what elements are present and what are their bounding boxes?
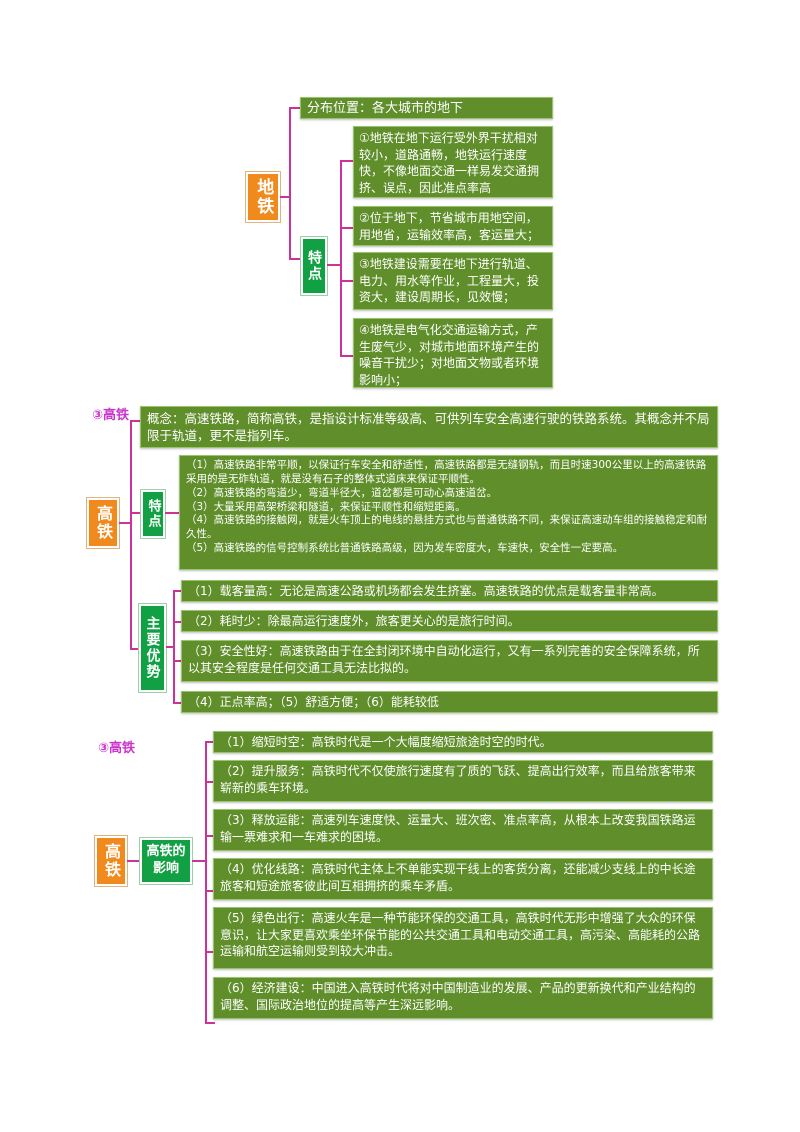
connector (289, 258, 301, 260)
hsr-advantage-4: （4）正点率高；（5）舒适方便；（6）能耗较低 (181, 691, 718, 713)
impact-item-3: （3）释放运能：高速列车速度快、运量大、班次密、准点率高，从根本上改变我国铁路运… (213, 809, 713, 851)
connector (289, 107, 301, 109)
connector (130, 420, 132, 650)
subway-location: 分布位置：各大城市的地下 (300, 97, 553, 119)
impact-title: 高铁 (95, 836, 127, 886)
connector (205, 741, 207, 1024)
impact-item-2: （2）提升服务：高铁时代不仅使旅行速度有了质的飞跃、提高出行效率，而且给旅客带来… (213, 760, 713, 802)
hsr-feature-4: （4）高速铁路的接触网，就是火车顶上的电线的悬挂方式也与普通铁路不同，来保证高速… (186, 514, 708, 541)
impact-section-tag: ③高铁 (98, 741, 136, 756)
connector (173, 590, 175, 704)
connector (192, 860, 206, 862)
connector (173, 590, 183, 592)
connector (173, 660, 183, 662)
connector (289, 107, 291, 259)
hsr-title: 高铁 (87, 498, 119, 548)
connector (127, 860, 141, 862)
hsr-advantage-3: （3）安全性好：高速铁路由于在全封闭环境中自动化运行，又有一系列完善的安全保障系… (181, 640, 718, 682)
hsr-concept: 概念：高速铁路，简称高铁，是指设计标准等级高、可供列车安全高速行驶的铁路系统。其… (140, 406, 718, 448)
impact-item-1: （1）缩短时空：高铁时代是一个大幅度缩短旅途时空的时代。 (213, 731, 713, 753)
hsr-advantage-1: （1）载客量高：无论是高速公路或机场都会发生挤塞。高速铁路的优点是载客量非常高。 (181, 580, 718, 602)
hsr-section-tag: ③高铁 (92, 408, 130, 423)
hsr-feature-2: （2）高速铁路的弯道少，弯道半径大，道岔都是可动心高速道岔。 (186, 486, 498, 499)
subway-feature-1: ①地铁在地下运行受外界干扰相对较小，道路通畅，地铁运行速度快，不像地面交通一样易… (353, 126, 553, 198)
connector (165, 512, 179, 514)
subway-feature-4: ④地铁是电气化交通运输方式，产生废气少，对城市地面环境产生的噪音干扰少；对地面文… (353, 318, 553, 388)
connector (166, 646, 174, 648)
subway-title: 地铁 (246, 172, 280, 222)
connector (327, 264, 341, 266)
hsr-advantage-2: （2）耗时少：除最高运行速度外，旅客更关心的是旅行时间。 (181, 610, 718, 632)
connector (205, 781, 215, 783)
connector (280, 196, 290, 198)
connector (205, 835, 215, 837)
impact-item-4: （4）优化线路：高铁时代主体上不单能实现干线上的客货分离，还能减少支线上的中长途… (213, 858, 713, 900)
connector (340, 160, 354, 162)
hsr-feature-1: （1）高速铁路非常平顺，以保证行车安全和舒适性，高速铁路都是无缝钢轨，而且时速3… (186, 459, 707, 485)
subway-features-label: 特点 (301, 237, 327, 295)
connector (130, 420, 142, 422)
subway-feature-2: ②位于地下，节省城市用地空间，用地省，运输效率高，客运量大； (353, 206, 553, 246)
connector (340, 280, 354, 282)
connector (340, 355, 354, 357)
impact-item-6: （6）经济建设：中国进入高铁时代将对中国制造业的发展、产品的更新换代和产业结构的… (213, 977, 713, 1019)
connector (205, 890, 215, 892)
connector (205, 741, 215, 743)
connector (205, 1022, 215, 1024)
connector (340, 160, 342, 357)
hsr-feature-5: （5）高速铁路的信号控制系统比普通铁路高级，因为发车密度大，车速快，安全性一定要… (186, 542, 624, 555)
hsr-features: （1）高速铁路非常平顺，以保证行车安全和舒适性，高速铁路都是无缝钢轨，而且时速3… (179, 455, 718, 570)
subway-feature-3: ③地铁建设需要在地下进行轨道、电力、用水等作业，工程量大，投资大，建设周期长，见… (353, 252, 553, 310)
hsr-features-label: 特点 (141, 490, 165, 538)
connector (119, 522, 131, 524)
connector (173, 621, 183, 623)
connector (205, 951, 215, 953)
hsr-feature-3: （3）大量采用高架桥梁和隧道，来保证平顺性和缩短距离。 (186, 500, 466, 513)
impact-label: 高铁的影响 (140, 838, 192, 884)
impact-item-5: （5）绿色出行：高速火车是一种节能环保的交通工具，高铁时代无形中增强了大众的环保… (213, 907, 713, 969)
connector (340, 227, 354, 229)
connector (173, 702, 183, 704)
connector (130, 512, 142, 514)
connector (130, 648, 142, 650)
hsr-advantages-label: 主要优势 (139, 604, 166, 692)
